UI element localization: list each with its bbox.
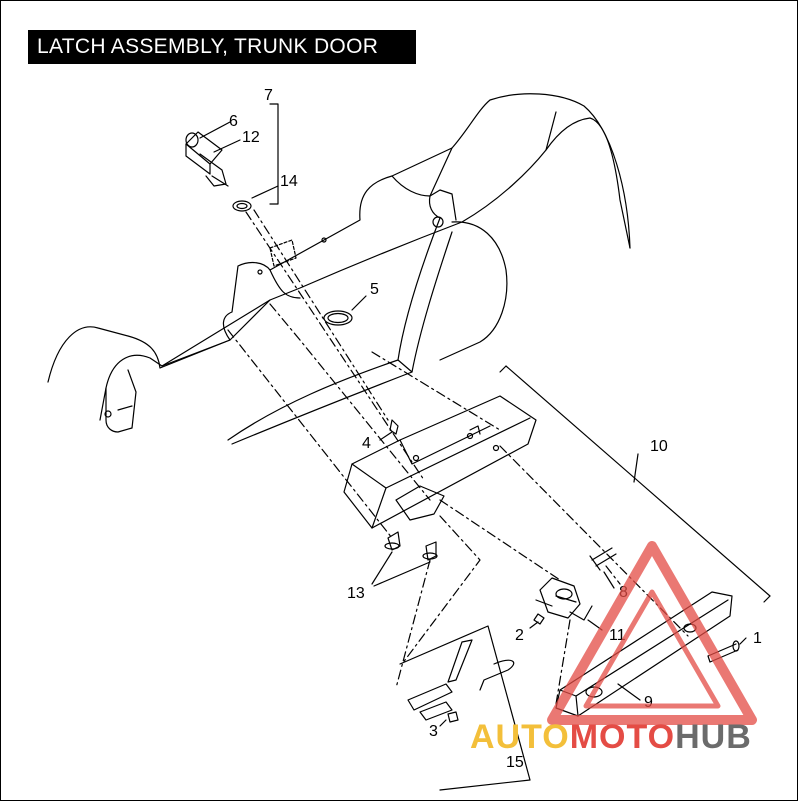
release-rod <box>447 639 515 691</box>
trunk-lid <box>47 93 631 445</box>
callout-7: 7 <box>264 87 273 104</box>
callout-15: 15 <box>506 754 524 771</box>
lock-cylinder <box>185 131 229 187</box>
pin-2 <box>533 613 545 625</box>
spring-8 <box>589 547 617 571</box>
callout-15-bracket <box>399 625 531 791</box>
watermark-triangle-icon <box>547 541 757 725</box>
seal-ring-5 <box>323 310 353 326</box>
callout-5: 5 <box>370 281 379 298</box>
watermark-part-2: MOTO <box>569 718 676 756</box>
callout-labels: 1 2 3 4 5 6 7 8 9 10 11 12 13 14 15 <box>229 87 762 771</box>
watermark-logo: AUTOMOTOHUB <box>470 718 752 757</box>
callout-6: 6 <box>229 113 238 130</box>
callout-13: 13 <box>347 585 365 602</box>
callout-7-bracket <box>269 103 279 205</box>
callout-4: 4 <box>362 435 371 452</box>
callout-12: 12 <box>242 129 260 146</box>
screw-4 <box>389 419 399 435</box>
callout-1: 1 <box>753 630 762 647</box>
assembly-guide-lines <box>227 209 689 705</box>
latch-mechanism <box>535 577 593 621</box>
diagram-title: LATCH ASSEMBLY, TRUNK DOOR <box>28 30 416 64</box>
callout-10: 10 <box>650 438 668 455</box>
callout-14: 14 <box>280 173 298 190</box>
actuator-link <box>407 683 459 723</box>
watermark-part-3: HUB <box>675 718 752 756</box>
callout-10-bracket <box>505 365 771 597</box>
latch-housing <box>343 395 537 529</box>
washer-14 <box>232 200 252 212</box>
callout-2: 2 <box>515 627 524 644</box>
callout-3: 3 <box>429 723 438 740</box>
watermark-part-1: AUTO <box>470 718 570 756</box>
callout-9: 9 <box>644 694 653 711</box>
screws-13 <box>384 531 438 561</box>
